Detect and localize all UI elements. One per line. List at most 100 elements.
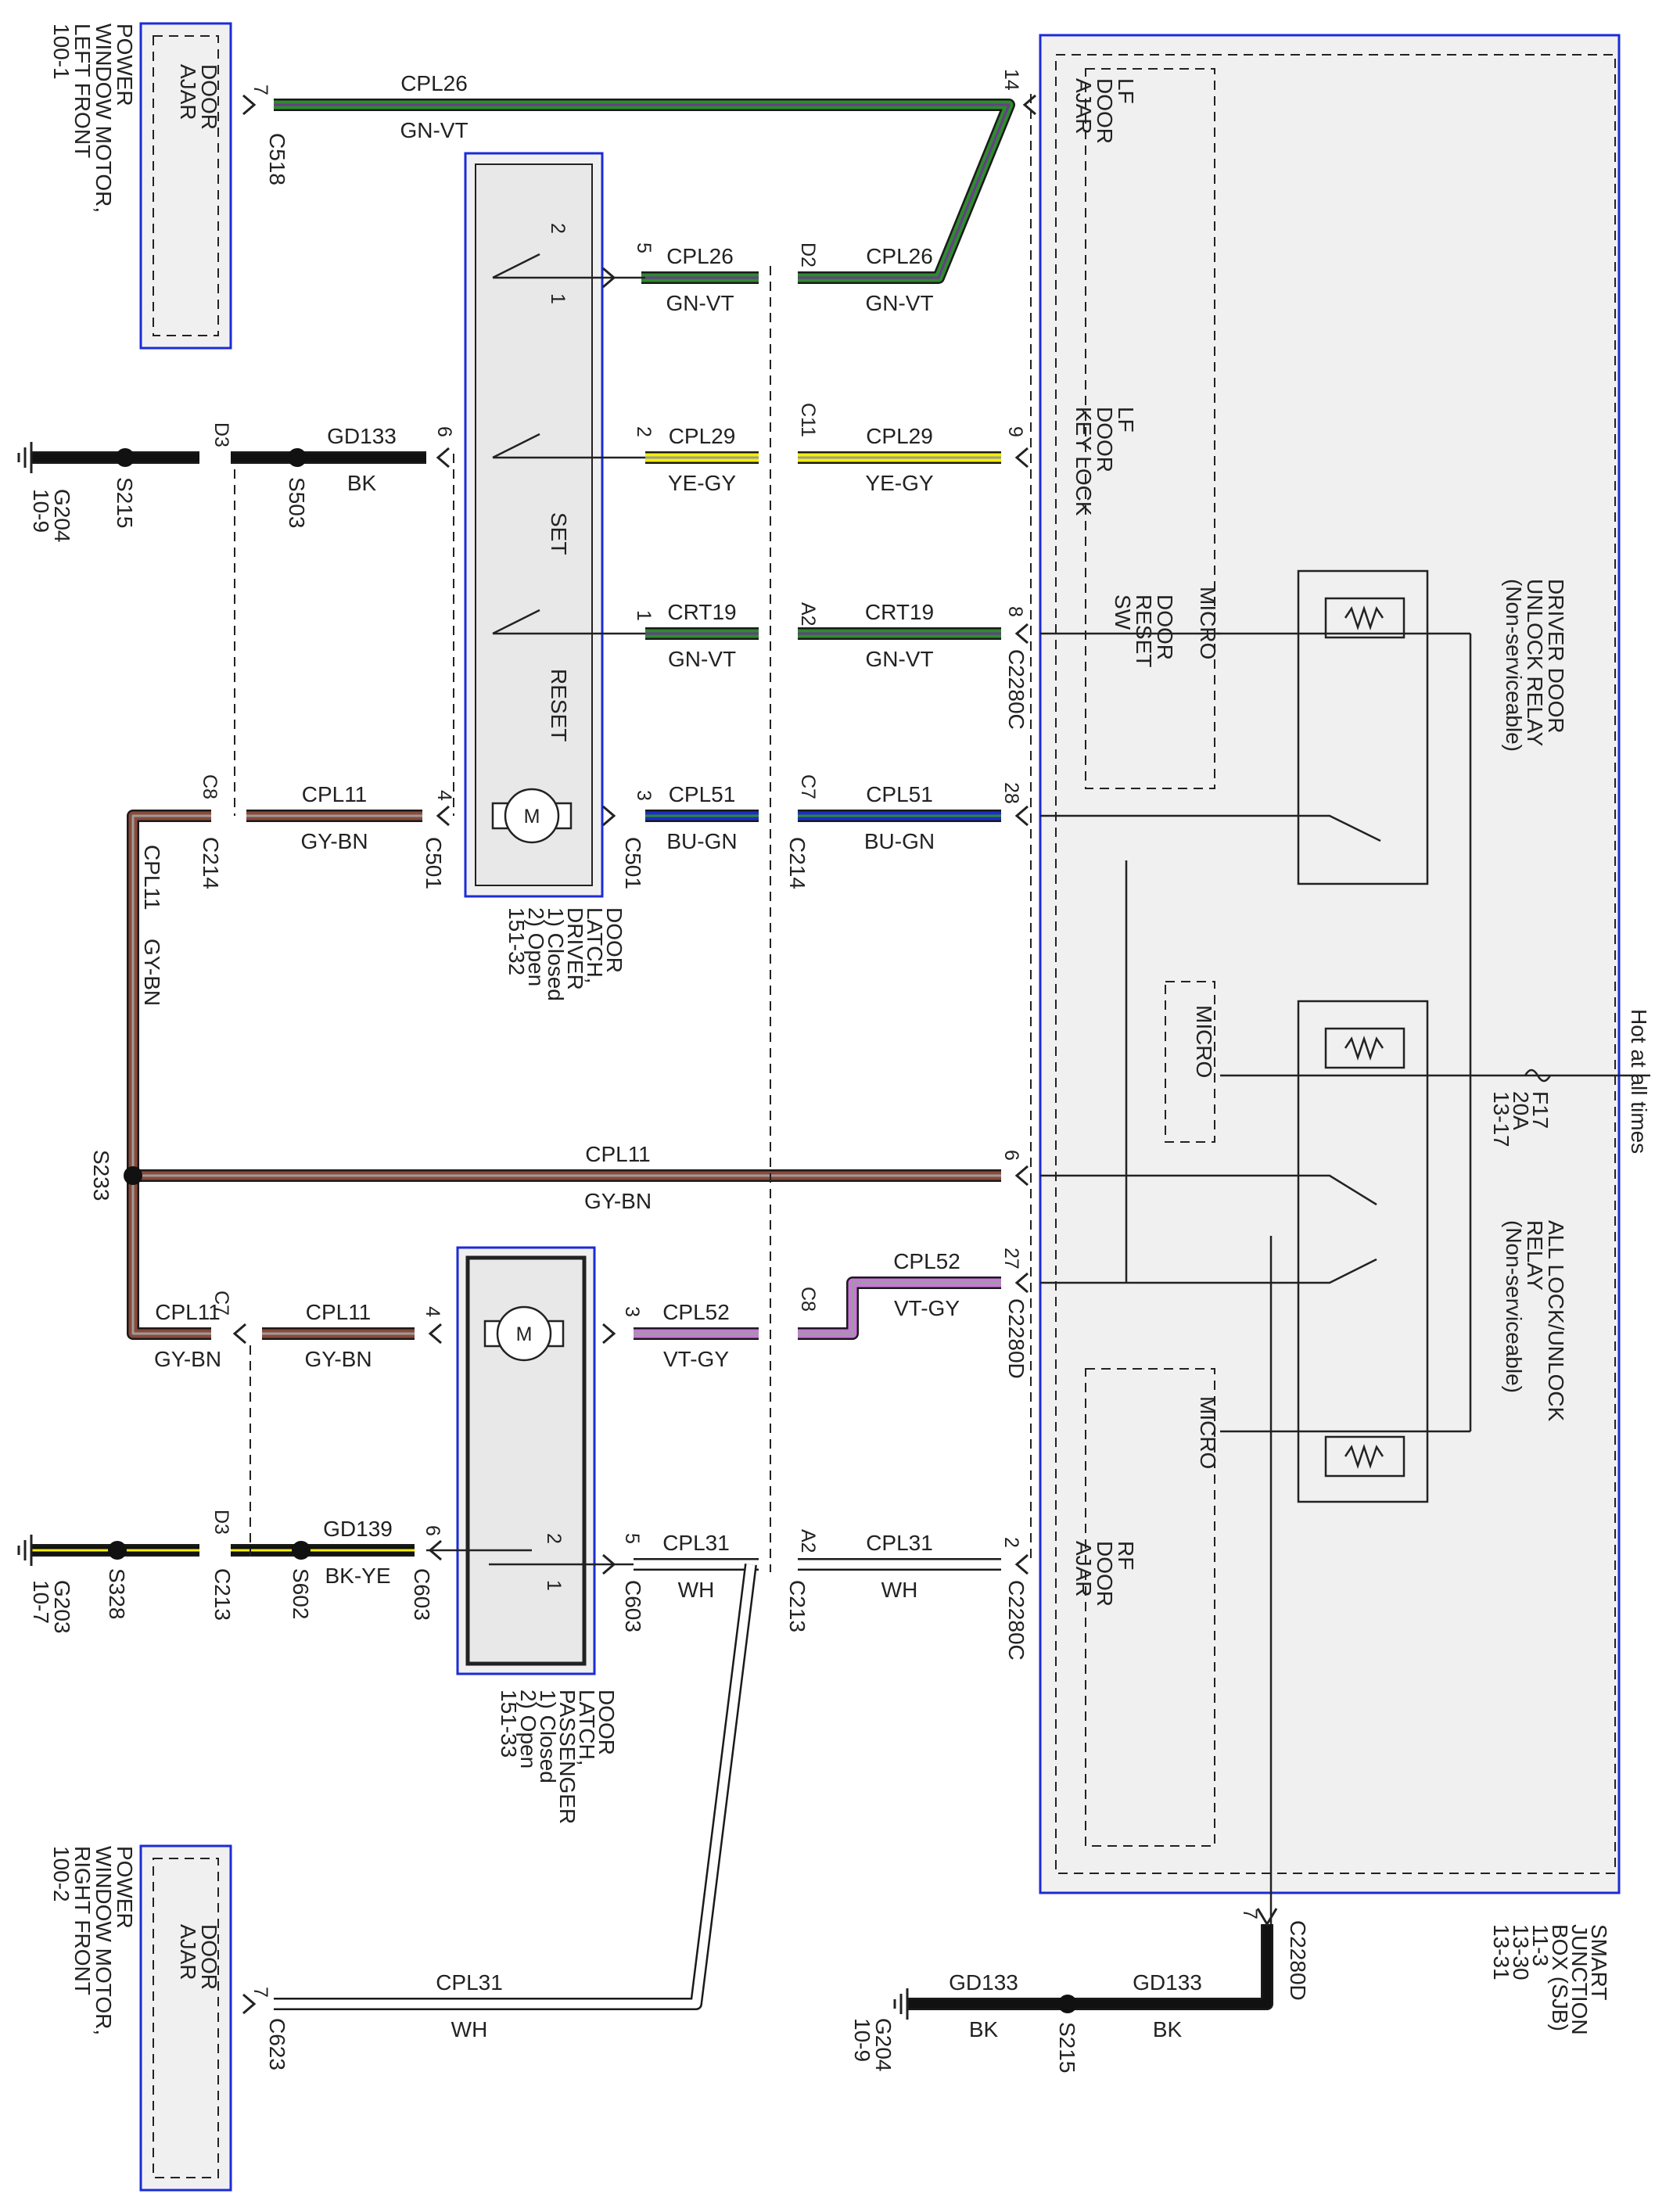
cpl31-latch-color: WH [678, 1578, 715, 1602]
cpl26-sjb-circuit: CPL26 [866, 244, 933, 268]
latch-passenger-label-line-1: LATCH, [575, 1690, 599, 1766]
cpl11-c7-circuit: CPL11 [155, 1300, 221, 1324]
connector-arrow-8 [602, 805, 616, 827]
g203-label-line-0: G203 [50, 1580, 74, 1634]
splice-label-s503: S503 [285, 477, 309, 528]
pwm-rf-label-line-2: RIGHT FRONT [70, 1846, 95, 1995]
gd133-bottom-right-circuit: GD133 [1133, 1970, 1202, 1995]
crt19-latch-circuit: CRT19 [667, 600, 736, 624]
connector-arrow-16 [1014, 1553, 1029, 1575]
pin-label-sw1: 1 [547, 293, 569, 304]
all-relay-label-line-0: ALL LOCK/UNLOCK [1544, 1220, 1568, 1422]
cpl11-passenger-color: GY-BN [304, 1347, 372, 1371]
cpl26-d2-circuit: CPL26 [666, 244, 734, 268]
cpl51-sjb-circuit: CPL51 [866, 782, 933, 806]
latch-driver-label-line-5: 151-32 [504, 907, 529, 975]
pin-label-pC7: C7 [797, 774, 819, 799]
pwm-rf-box [139, 1844, 232, 2192]
lf-door-ajar-label-line-2: AJAR [1072, 78, 1096, 135]
pin-label-sw2: 2 [547, 223, 569, 234]
all-relay-label-line-2: (Non-serviceable) [1502, 1220, 1526, 1393]
splice-label-s328: S328 [105, 1568, 129, 1619]
relay-coil-0 [1324, 597, 1405, 639]
connector-label-c623-13: C623 [265, 2018, 289, 2070]
splice-label-s215b: S215 [1055, 2022, 1079, 2073]
pwm-lf-box [139, 22, 232, 350]
splice-s328 [108, 1541, 127, 1560]
pin-label-p3b: 3 [621, 1306, 643, 1317]
splice-s602 [292, 1541, 311, 1560]
connector-label-c214-4: C214 [785, 837, 810, 889]
cpl51-latch-circuit: CPL51 [669, 782, 736, 806]
set-label: SET [547, 512, 571, 555]
g203-label-line-1: 10-7 [29, 1580, 53, 1624]
lf-key-lock-label-line-2: KEY LOCK [1072, 407, 1096, 516]
door-reset-sw-label-line-2: SW [1111, 594, 1135, 630]
cpl51-sjb-color: BU-GN [864, 829, 935, 853]
cpl26-d2-color: GN-VT [666, 291, 734, 315]
pin-label-p7a: 7 [250, 84, 271, 95]
latch-driver-label-line-3: 1) Closed [544, 907, 568, 1001]
lf-key-lock-label-line-1: DOOR [1093, 407, 1117, 472]
connector-arrow-1 [1022, 94, 1036, 116]
connector-arrow-2 [602, 267, 616, 289]
connector-arrow-6 [436, 447, 450, 469]
cpl29-sjb-color: YE-GY [865, 471, 933, 495]
crt19-sjb-circuit: CRT19 [865, 600, 934, 624]
pin-label-pC8: C8 [199, 774, 221, 799]
pwm-lf-label-line-0: POWER [113, 23, 137, 106]
connector-arrow-12 [602, 1323, 616, 1345]
all-relay-box [1297, 1000, 1429, 1503]
cpl29-latch-circuit: CPL29 [669, 424, 736, 448]
fuse-f17-label-line-1: 20A [1509, 1091, 1533, 1130]
splice-label-s233: S233 [89, 1150, 113, 1201]
pin-label-p14: 14 [1000, 69, 1022, 91]
pin-label-p27: 27 [1000, 1248, 1022, 1269]
driver-reset-switch [492, 609, 645, 635]
connector-arrow-17 [242, 1993, 257, 2015]
latch-driver-label-line-0: DOOR [602, 907, 626, 973]
pin-label-p7b: 7 [250, 1987, 271, 1998]
gd139-wire-color: BK-YE [325, 1564, 390, 1588]
connector-arrow-10 [1014, 1272, 1029, 1294]
pin-label-p8: 8 [1004, 606, 1026, 617]
sjb-label-line-4: 13-30 [1509, 1924, 1533, 1980]
pin-label-p3: 3 [633, 790, 655, 801]
ground-g204-top [17, 442, 33, 473]
door-reset-sw-label-line-0: DOOR [1153, 594, 1177, 660]
splice-label-s602: S602 [289, 1568, 313, 1619]
cpl11-driver-color: GY-BN [300, 829, 368, 853]
gd133-bottom-left-color: BK [969, 2017, 999, 2041]
pin-label-p6c: 6 [422, 1525, 443, 1536]
connector-arrow-11 [428, 1323, 442, 1345]
fuse-f17 [1524, 1068, 1552, 1083]
cpl29-sjb-circuit: CPL29 [866, 424, 933, 448]
connector-label-c2280c-5: C2280C [1004, 649, 1029, 730]
pin-label-p9: 9 [1004, 426, 1026, 437]
sjb-trace-3 [1040, 1174, 1377, 1206]
motor-passenger: M [483, 1305, 565, 1362]
splice-s233 [124, 1166, 142, 1185]
c2280d-arrow [1256, 1908, 1278, 1927]
connector-label-c2280c-6: C2280C [1004, 1580, 1029, 1661]
gd133-wire-sjb [907, 1924, 1273, 2010]
hot-at-all-times-label: Hot at all times [1627, 1009, 1651, 1154]
g204-top-label-line-0: G204 [50, 489, 74, 543]
pwm-lf-label-line-3: 100-1 [49, 23, 74, 80]
reset-label: RESET [547, 669, 571, 742]
cpl52-latch-color: VT-GY [663, 1347, 729, 1371]
pin-label-sw1b: 1 [543, 1580, 565, 1591]
connector-arrow-9 [1014, 1165, 1029, 1187]
connector-label-c2280d-7: C2280D [1004, 1298, 1029, 1379]
pin-label-pC7b: C7 [210, 1291, 232, 1316]
connector-arrow-5 [1014, 805, 1029, 827]
pin-label-p7c: 7 [1239, 1909, 1261, 1919]
motor-driver: M [491, 788, 573, 844]
cpl11-s233-color: GY-BN [584, 1189, 652, 1213]
g204-top-label-line-1: 10-9 [29, 489, 53, 533]
pin-label-p6: 6 [433, 426, 455, 437]
crt19-sjb-color: GN-VT [865, 647, 933, 671]
connector-arrow-14 [428, 1539, 442, 1561]
